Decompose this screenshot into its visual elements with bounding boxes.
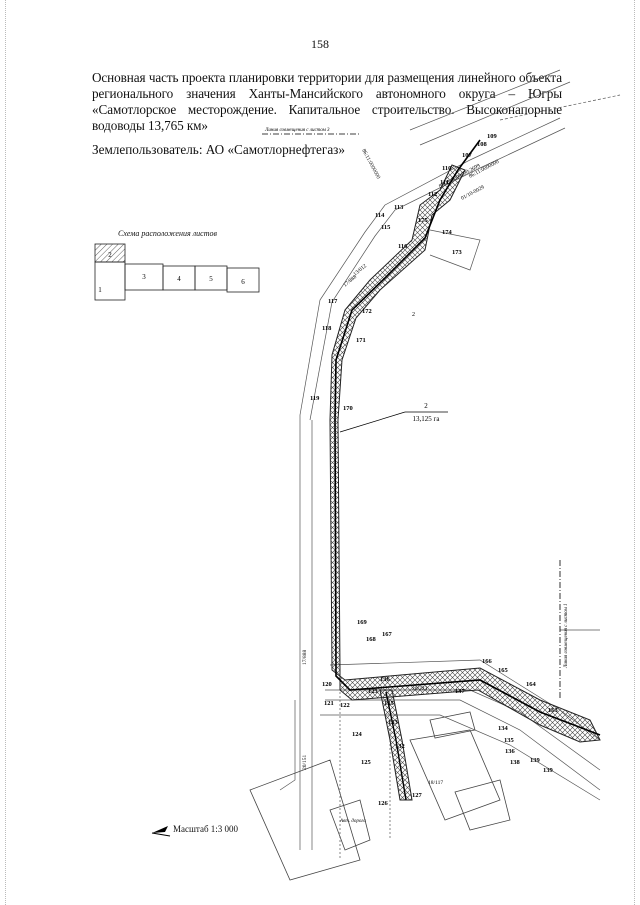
sheet-6-label: 6 (241, 278, 245, 286)
land-user: Землепользователь: АО «Самотлорнефтегаз» (92, 142, 345, 157)
point-label: 169 (357, 619, 368, 626)
point-label: 174 (442, 229, 453, 236)
point-label: 135 (384, 700, 395, 707)
point-label: 164 (526, 681, 537, 688)
point-label: 138 (510, 759, 521, 766)
point-label: 171 (356, 337, 366, 344)
point-label: 119 (310, 395, 320, 402)
boundary-points: 109 108 107 110 111 112 113 114 115 116 … (310, 133, 559, 807)
sheet-6-cell (226, 267, 260, 293)
point-label: 172 (362, 308, 372, 315)
sheet-5-label: 5 (209, 275, 213, 283)
sheet-1-cell (94, 261, 126, 301)
page-number: 158 (311, 37, 329, 51)
sheet-4-label: 4 (177, 275, 181, 283)
point-label: 108 (477, 141, 488, 148)
zone-label-2: 2 (412, 312, 415, 318)
scale-label: Масштаб 1:3 000 (173, 824, 239, 834)
parcel-code-8: 20/223 (412, 686, 428, 692)
point-label: 125 (361, 759, 372, 766)
point-label: 126 (378, 800, 389, 807)
point-label: 163 (548, 707, 559, 714)
area-callout: 2 13,125 га (339, 402, 448, 433)
parcel-code-4: 01/10-0029 (460, 184, 485, 201)
point-label: 107 (462, 152, 473, 159)
point-label: 111 (440, 179, 449, 186)
point-label: 122 (340, 702, 350, 709)
point-label: 134 (498, 725, 509, 732)
point-label: 139 (543, 767, 554, 774)
point-label: 112 (428, 191, 437, 198)
point-label: 114 (375, 212, 385, 219)
point-label: 117 (328, 298, 338, 305)
match-line-right-label: Линия совмещения с листом 1 (564, 603, 569, 669)
point-label: 120 (322, 681, 332, 688)
parcel-code-7: 17/888 (302, 649, 308, 665)
point-label: 136 (380, 676, 391, 683)
sheet-1-label: 1 (98, 286, 102, 294)
point-label: 167 (382, 631, 393, 638)
match-lines (262, 133, 561, 700)
area-number: 2 (424, 402, 428, 410)
point-label: 165 (498, 667, 509, 674)
road-label: Авт. дорога (339, 819, 366, 824)
right-border (634, 0, 636, 905)
sheet-scheme: 2 1 3 4 5 6 (94, 243, 260, 301)
point-label: 121 (324, 700, 334, 707)
point-label: 132 (395, 743, 405, 750)
point-label: 113 (394, 204, 404, 211)
scheme-title: Схема расположения листов (118, 229, 217, 238)
point-label: 124 (352, 731, 363, 738)
corridor-spur (379, 689, 413, 801)
pipeline-axis (334, 139, 601, 736)
pipeline-spur-axis (385, 691, 407, 801)
sheet-2-label: 2 (108, 251, 112, 259)
point-label: 137 (455, 688, 466, 695)
point-label: 173 (452, 249, 463, 256)
point-label: 115 (381, 224, 391, 231)
north-arrow-icon (151, 826, 171, 837)
point-label: 139 (530, 757, 541, 764)
point-label: 135 (504, 737, 515, 744)
point-label: 118 (322, 325, 332, 332)
point-label: 168 (366, 636, 377, 643)
point-label: 110 (442, 165, 451, 172)
document-heading: Основная часть проекта планировки террит… (92, 70, 562, 133)
point-label: 170 (343, 405, 353, 412)
sites (249, 711, 511, 881)
point-label: 175 (418, 217, 429, 224)
right-of-way-corridor (329, 164, 601, 743)
point-label: 123 (368, 688, 379, 695)
point-label: 116 (398, 243, 408, 250)
point-label: 109 (487, 133, 498, 140)
parcel-code-10: 20/151 (302, 754, 308, 770)
left-border (5, 0, 7, 905)
point-label: 133 (388, 719, 399, 726)
parcel-code-6: 17/888 (342, 274, 358, 289)
sheet-3-label: 3 (142, 273, 146, 281)
point-label: 166 (482, 658, 493, 665)
point-label: 127 (412, 792, 423, 799)
parcel-code-1: 86:11:0000000 (360, 148, 381, 180)
point-label: 136 (505, 748, 516, 755)
match-line-top-label: Линия совмещения с листом 3 (264, 128, 330, 133)
area-value: 13,125 га (413, 415, 441, 423)
parcel-code-9: 18/117 (428, 780, 443, 786)
